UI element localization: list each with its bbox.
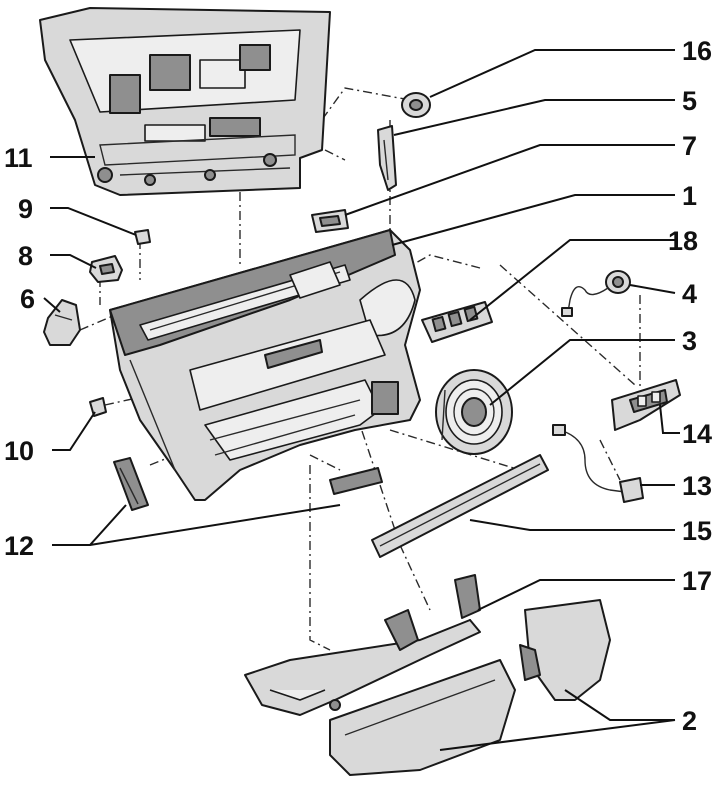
part-8-bracket [89, 255, 123, 283]
leader-1 [391, 194, 675, 246]
leader-17 [477, 579, 675, 611]
part-5-cover-strip [377, 125, 397, 191]
leader-8 [50, 254, 97, 269]
leader-12a [52, 504, 127, 546]
part-6-fastener [43, 299, 81, 346]
callout-labels: 16 5 11 7 9 1 8 18 6 4 3 10 14 13 12 15 … [4, 36, 712, 736]
leader-2b [564, 689, 675, 721]
callout-10: 10 [4, 436, 34, 466]
leader-9 [50, 207, 137, 236]
leader-18 [469, 239, 675, 321]
callout-13: 13 [682, 471, 712, 501]
part-3-loudspeaker [435, 369, 513, 455]
callout-14: 14 [682, 419, 712, 449]
part-12-reflectors [113, 457, 383, 511]
leader-2a [439, 719, 676, 751]
callout-18: 18 [668, 226, 698, 256]
part-14-handle-trim [611, 379, 681, 431]
callout-4: 4 [682, 279, 697, 309]
callout-16: 16 [682, 36, 712, 66]
callout-17: 17 [682, 566, 712, 596]
part-18-switch-panel [421, 301, 493, 343]
part-9-clip [134, 229, 151, 245]
part-10-clip [89, 397, 107, 417]
callout-7: 7 [682, 131, 697, 161]
leader-4 [629, 284, 676, 294]
leader-12b [89, 504, 341, 546]
callout-9: 9 [18, 194, 33, 224]
leader-lines [43, 49, 680, 751]
part-13-cable-harness [552, 424, 644, 503]
callout-5: 5 [682, 86, 697, 116]
leader-3 [489, 339, 675, 406]
callout-8: 8 [18, 241, 33, 271]
part-1-door-trim-panel [109, 229, 421, 501]
leader-7 [344, 144, 675, 216]
callout-6: 6 [20, 284, 35, 314]
leader-10 [52, 411, 96, 451]
part-7-switch [311, 209, 349, 233]
callout-2: 2 [682, 706, 697, 736]
callout-15: 15 [682, 516, 712, 546]
leader-6 [43, 297, 61, 313]
part-16-cap [401, 92, 431, 118]
callout-12: 12 [4, 531, 34, 561]
leader-16 [429, 49, 675, 98]
leader-5 [393, 99, 675, 136]
leader-15 [469, 519, 675, 531]
callout-1: 1 [682, 181, 697, 211]
callout-3: 3 [682, 326, 697, 356]
part-15-trim-strip [371, 454, 549, 558]
part-11-door-carrier [39, 7, 331, 196]
leader-14 [659, 404, 680, 434]
callout-11: 11 [4, 143, 33, 173]
part-4-lamp [561, 270, 631, 317]
